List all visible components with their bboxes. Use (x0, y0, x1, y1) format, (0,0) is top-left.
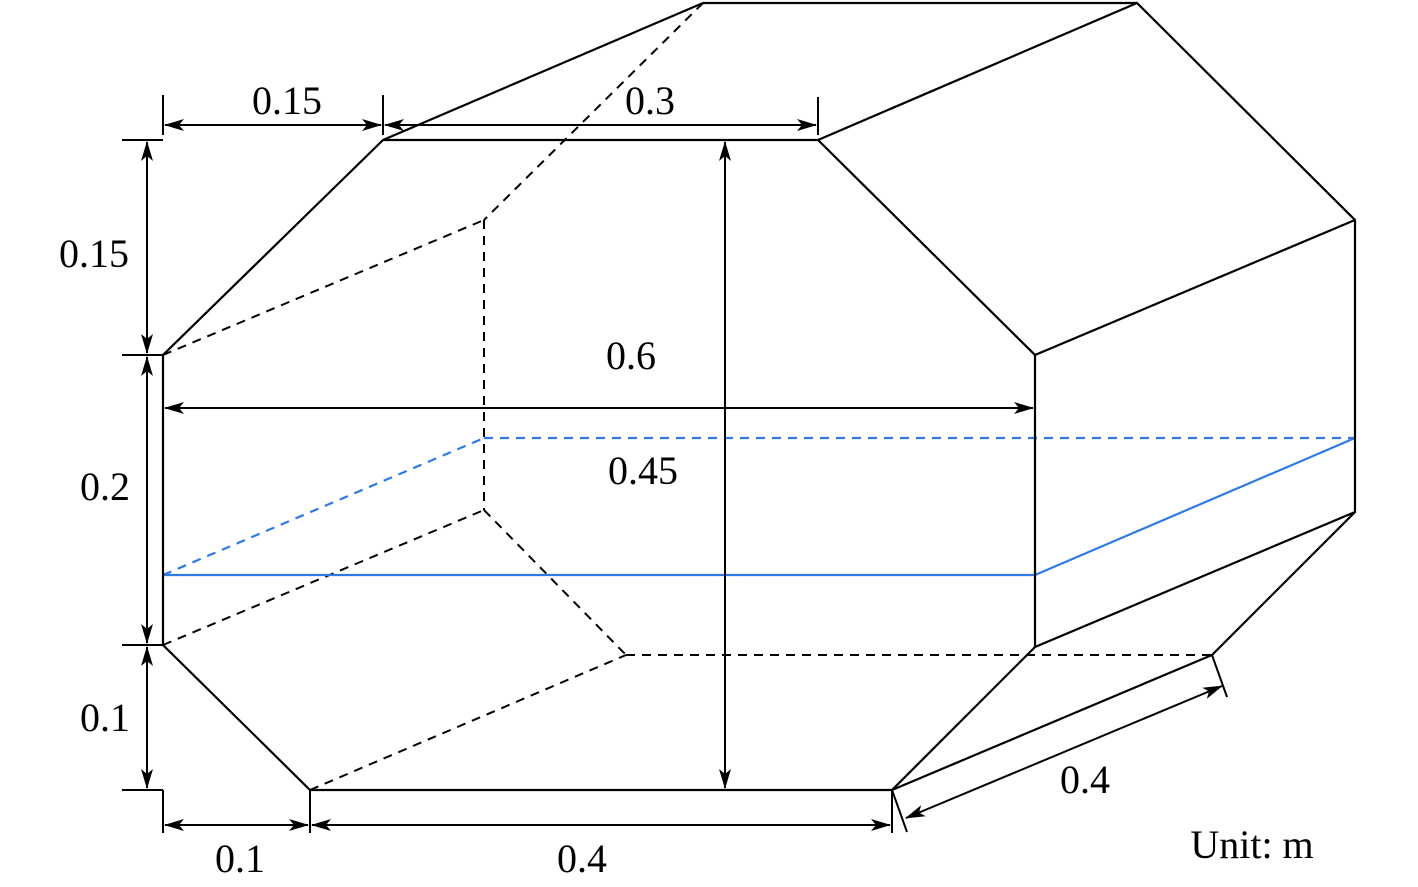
water-level-lines (162, 436, 1356, 577)
dimension-arrows (141, 119, 1223, 831)
label-top-width: 0.3 (625, 78, 675, 123)
extension-lines (122, 95, 1228, 833)
visible-edges (161, 1, 1357, 792)
unit-label: Unit: m (1190, 822, 1313, 867)
label-side-height: 0.2 (80, 464, 130, 509)
label-top-chamfer-height: 0.15 (59, 231, 129, 276)
label-bottom-width: 0.4 (557, 836, 607, 881)
label-total-width: 0.6 (606, 333, 656, 378)
label-bottom-chamfer-width: 0.1 (215, 836, 265, 881)
label-total-height: 0.45 (608, 448, 678, 493)
label-top-chamfer-width: 0.15 (252, 78, 322, 123)
label-depth: 0.4 (1060, 757, 1110, 802)
label-bottom-chamfer-height: 0.1 (80, 695, 130, 740)
